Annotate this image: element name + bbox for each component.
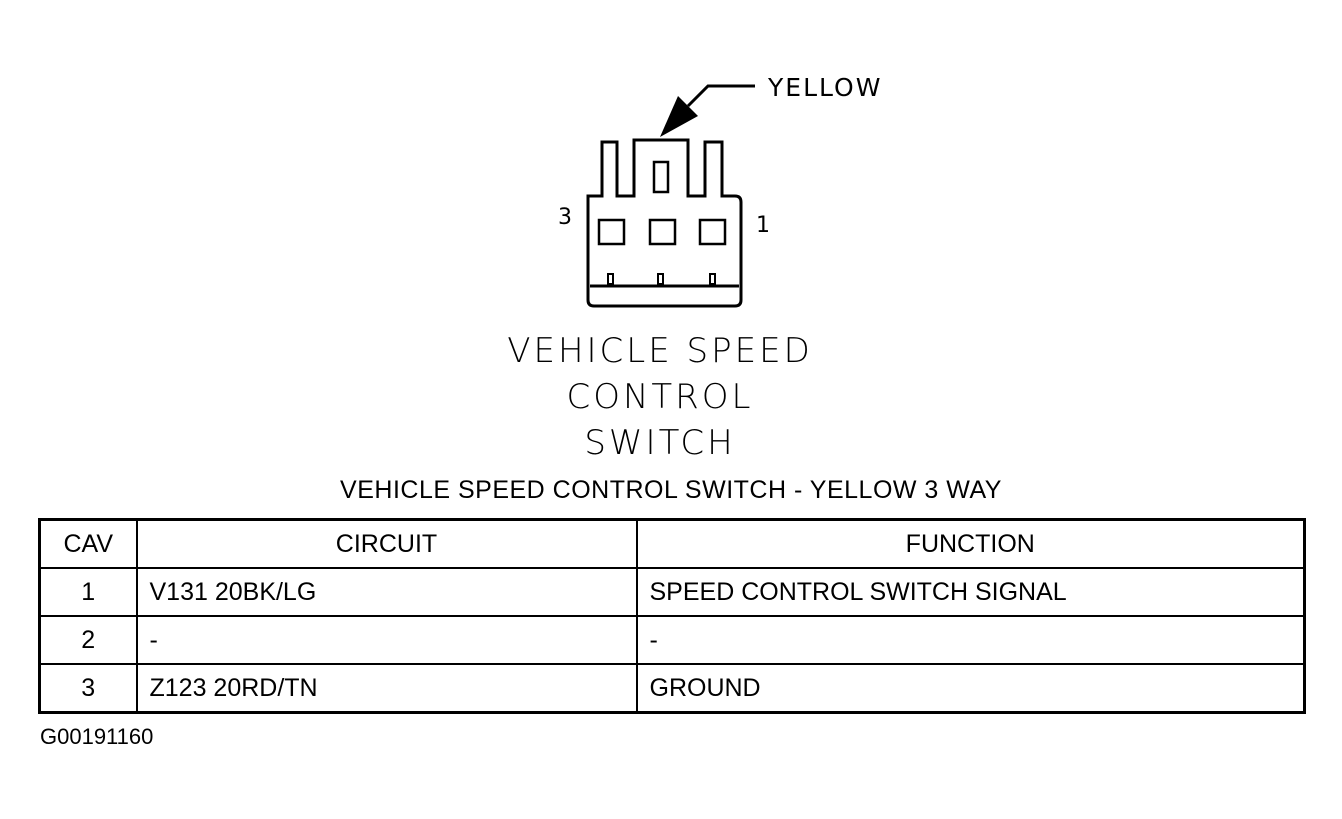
cell-function: - bbox=[635, 615, 1306, 665]
latch-window bbox=[652, 160, 670, 194]
component-title-line-1: VEHICLE SPEED bbox=[507, 331, 813, 371]
cell-circuit: V131 20BK/LG bbox=[135, 567, 638, 617]
callout-arrow bbox=[686, 84, 755, 108]
cavity-1 bbox=[698, 218, 727, 246]
table-row: 3 Z123 20RD/TN GROUND bbox=[38, 663, 1306, 714]
header-function: FUNCTION bbox=[635, 518, 1306, 569]
cell-function: SPEED CONTROL SWITCH SIGNAL bbox=[635, 567, 1306, 617]
color-callout-label: YELLOW bbox=[767, 73, 882, 102]
table-header-row: CAV CIRCUIT FUNCTION bbox=[38, 518, 1306, 569]
cell-cav: 3 bbox=[38, 663, 138, 714]
header-cav: CAV bbox=[38, 518, 138, 569]
cell-cav: 1 bbox=[38, 567, 138, 617]
cavity-3 bbox=[597, 218, 626, 246]
table-row: 2 - - bbox=[38, 615, 1306, 665]
cell-circuit: Z123 20RD/TN bbox=[135, 663, 638, 714]
figure-id: G00191160 bbox=[40, 724, 154, 749]
pin-label-left: 3 bbox=[558, 205, 572, 230]
table-caption: VEHICLE SPEED CONTROL SWITCH - YELLOW 3 … bbox=[340, 476, 1002, 504]
cell-function: GROUND bbox=[635, 663, 1306, 714]
cell-cav: 2 bbox=[38, 615, 138, 665]
cavity-2 bbox=[648, 218, 677, 246]
callout-arrowhead bbox=[660, 96, 698, 137]
pin-label-right: 1 bbox=[756, 213, 770, 238]
pinout-table: CAV CIRCUIT FUNCTION 1 V131 20BK/LG SPEE… bbox=[38, 518, 1306, 714]
component-title-line-2: CONTROL bbox=[566, 377, 754, 417]
connector-drawing: YELLOW 3 1 bbox=[558, 73, 882, 308]
table-row: 1 V131 20BK/LG SPEED CONTROL SWITCH SIGN… bbox=[38, 567, 1306, 617]
header-circuit: CIRCUIT bbox=[135, 518, 638, 569]
component-title-line-3: SWITCH bbox=[584, 423, 736, 463]
terminal-tabs bbox=[607, 273, 716, 285]
connector-housing bbox=[586, 138, 743, 308]
cell-circuit: - bbox=[135, 615, 638, 665]
